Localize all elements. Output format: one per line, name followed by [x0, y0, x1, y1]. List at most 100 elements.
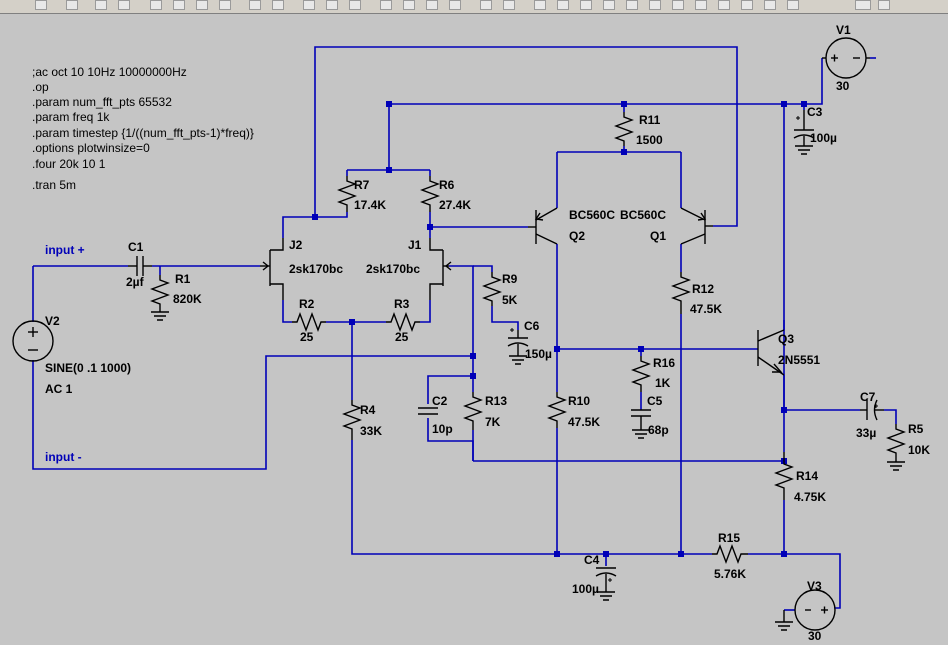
- spice-directives[interactable]: ;ac oct 10 10Hz 10000000Hz .op .param nu…: [32, 65, 254, 192]
- diode-icon[interactable]: [672, 0, 684, 10]
- label-c2-name: C2: [432, 394, 448, 408]
- zoom-fit-icon[interactable]: [196, 0, 208, 10]
- label-c2-value: 10p: [432, 422, 453, 436]
- label-c5-value: 68p: [648, 423, 669, 437]
- label-r3-name: R3: [394, 297, 410, 311]
- undo-icon[interactable]: [95, 0, 107, 10]
- port-input-plus[interactable]: input +: [45, 243, 85, 257]
- label-r6-name: R6: [439, 178, 455, 192]
- resistor-r5[interactable]: [886, 424, 906, 471]
- label-r13-name: R13: [485, 394, 507, 408]
- resistor-r15[interactable]: [712, 544, 748, 564]
- label-v2-ac: AC 1: [45, 382, 73, 396]
- voltage-source-v2[interactable]: [12, 320, 54, 362]
- label-r7-name: R7: [354, 178, 370, 192]
- resistor-r7[interactable]: [337, 176, 357, 212]
- schematic-canvas[interactable]: ;ac oct 10 10Hz 10000000Hz .op .param nu…: [0, 14, 948, 643]
- resistor-r4[interactable]: [342, 400, 362, 440]
- jfet-j2[interactable]: [260, 238, 284, 300]
- label-c6-value: 150µ: [525, 347, 552, 361]
- label-icon[interactable]: [580, 0, 592, 10]
- print-icon[interactable]: [480, 0, 492, 10]
- window-icon[interactable]: [326, 0, 338, 10]
- resistor-r13[interactable]: [463, 392, 483, 430]
- resistor-r2[interactable]: [292, 312, 326, 332]
- hammer-icon[interactable]: [66, 0, 78, 10]
- bjt-q1[interactable]: [680, 207, 713, 245]
- capacitor-c4[interactable]: [595, 567, 617, 601]
- directive-line: .param num_fft_pts 65532: [32, 95, 172, 109]
- bjt-q3[interactable]: [757, 329, 785, 376]
- tile-h-icon[interactable]: [249, 0, 261, 10]
- label-r9-value: 5K: [502, 293, 518, 307]
- capacitor-icon[interactable]: [626, 0, 638, 10]
- label-r7-value: 17.4K: [354, 198, 386, 212]
- label-v3-name: V3: [807, 579, 822, 593]
- label-r14-name: R14: [796, 469, 818, 483]
- label-r5-name: R5: [908, 422, 924, 436]
- redo-icon[interactable]: [787, 0, 799, 10]
- label-r15-value: 5.76K: [714, 567, 746, 581]
- ground-icon[interactable]: [557, 0, 569, 10]
- window2-icon[interactable]: [349, 0, 361, 10]
- tile-v-icon[interactable]: [272, 0, 284, 10]
- hand-icon[interactable]: [118, 0, 130, 10]
- capacitor-c5[interactable]: [631, 409, 651, 439]
- capacitor-c7[interactable]: [860, 399, 884, 421]
- resistor-r14[interactable]: [774, 452, 794, 500]
- label-c7-name: C7: [860, 390, 876, 404]
- inductor-icon[interactable]: [649, 0, 661, 10]
- zoom-cancel-icon[interactable]: [219, 0, 231, 10]
- resistor-r6[interactable]: [420, 176, 440, 212]
- zoom-in-icon[interactable]: [150, 0, 162, 10]
- resistor-icon[interactable]: [603, 0, 615, 10]
- label-v2-value: SINE(0 .1 1000): [45, 361, 131, 375]
- resistor-r12[interactable]: [671, 272, 691, 314]
- jfet-j1[interactable]: [429, 238, 452, 300]
- resistor-r3[interactable]: [386, 312, 420, 332]
- zoom-out-icon[interactable]: [173, 0, 185, 10]
- label-r4-name: R4: [360, 403, 376, 417]
- cut-icon[interactable]: [380, 0, 392, 10]
- label-q3-name: Q3: [778, 332, 794, 346]
- label-r2-value: 25: [300, 330, 314, 344]
- polarity-marks: [510, 116, 878, 582]
- label-r12-name: R12: [692, 282, 714, 296]
- label-r1-name: R1: [175, 272, 191, 286]
- capacitor-c2[interactable]: [418, 407, 438, 415]
- capacitor-c1[interactable]: [128, 256, 152, 276]
- label-r6-value: 27.4K: [439, 198, 471, 212]
- wire-icon[interactable]: [534, 0, 546, 10]
- drag-icon[interactable]: [741, 0, 753, 10]
- move-icon[interactable]: [718, 0, 730, 10]
- voltage-source-v3[interactable]: [775, 589, 836, 631]
- voltage-source-v1[interactable]: [822, 37, 870, 79]
- save-icon[interactable]: [35, 0, 47, 10]
- component-icon[interactable]: [695, 0, 707, 10]
- resistor-r10[interactable]: [547, 392, 567, 428]
- resistor-r16[interactable]: [631, 356, 651, 392]
- cascade-icon[interactable]: [303, 0, 315, 10]
- resistor-r11[interactable]: [614, 112, 634, 146]
- port-input-minus[interactable]: input -: [45, 450, 82, 464]
- bjt-q2[interactable]: [528, 207, 558, 245]
- label-v3-value: 30: [808, 629, 822, 640]
- resistor-r9[interactable]: [482, 272, 502, 306]
- label-r11-value: 1500: [636, 133, 663, 147]
- text-icon[interactable]: [855, 0, 871, 10]
- label-r16-value: 1K: [655, 376, 671, 390]
- print-preview-icon[interactable]: [503, 0, 515, 10]
- spice-directive-icon[interactable]: [878, 0, 890, 10]
- copy-icon[interactable]: [403, 0, 415, 10]
- label-q1-name: Q1: [650, 229, 666, 243]
- capacitor-c3[interactable]: [793, 110, 815, 155]
- find-icon[interactable]: [449, 0, 461, 10]
- label-r11-name: R11: [639, 113, 661, 127]
- label-r1-value: 820K: [173, 292, 202, 306]
- undo2-icon[interactable]: [764, 0, 776, 10]
- toolbar: [0, 0, 948, 14]
- paste-icon[interactable]: [426, 0, 438, 10]
- capacitor-c6[interactable]: [507, 330, 529, 365]
- resistor-r1[interactable]: [150, 275, 170, 321]
- schematic-svg[interactable]: ;ac oct 10 10Hz 10000000Hz .op .param nu…: [0, 14, 948, 643]
